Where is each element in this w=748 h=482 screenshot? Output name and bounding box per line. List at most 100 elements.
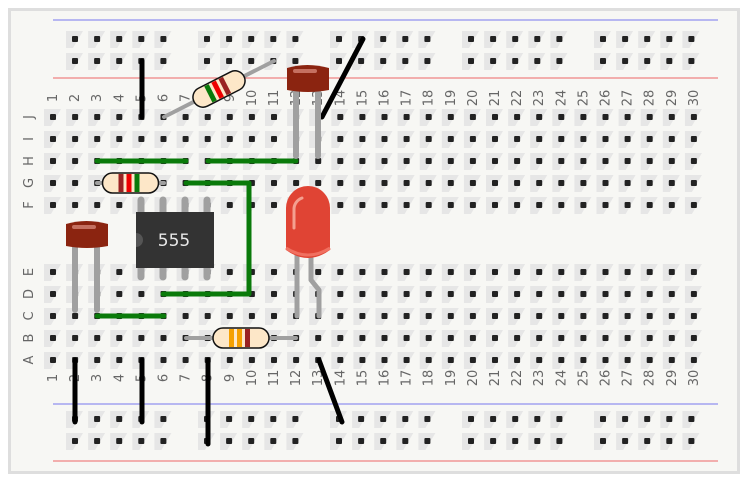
- hole-J27: [624, 114, 631, 120]
- rail-hole: [556, 416, 563, 422]
- hole-E18: [425, 269, 432, 275]
- hole-I6: [160, 136, 167, 142]
- hole-A23: [536, 357, 543, 363]
- hole-J24: [558, 114, 565, 120]
- hole-J23: [536, 114, 543, 120]
- column-label-top: 2: [68, 94, 83, 102]
- hole-I15: [359, 136, 366, 142]
- hole-A29: [668, 357, 675, 363]
- rail-hole: [622, 438, 629, 444]
- hole-F11: [271, 202, 277, 208]
- hole-E22: [514, 269, 521, 275]
- rail-hole: [600, 36, 606, 42]
- hole-B6: [160, 335, 167, 341]
- breadboard: [8, 8, 740, 474]
- chip-label: 555: [158, 231, 190, 251]
- rail-hole: [666, 416, 673, 422]
- hole-B24: [558, 335, 565, 341]
- column-label-bottom: 29: [665, 370, 680, 387]
- hole-C1: [50, 313, 56, 319]
- resistor-band: [211, 80, 224, 99]
- hole-F19: [447, 202, 454, 208]
- rail-hole: [402, 438, 409, 444]
- resistor-band: [237, 329, 242, 347]
- hole-D26: [602, 291, 609, 297]
- hole-D23: [536, 291, 543, 297]
- hole-I18: [425, 136, 432, 142]
- rail-hole: [424, 58, 431, 64]
- rail-hole: [270, 416, 277, 422]
- hole-G27: [624, 180, 631, 186]
- chip-555: [136, 212, 214, 268]
- hole-D4: [116, 291, 123, 297]
- hole-D5: [138, 291, 145, 297]
- hole-C11: [271, 313, 277, 319]
- rail-hole: [292, 58, 299, 64]
- rail-hole: [556, 58, 563, 64]
- hole-D24: [558, 291, 565, 297]
- hole-B30: [690, 335, 697, 341]
- led-body: [286, 186, 330, 258]
- rail-hole: [402, 58, 409, 64]
- row-label: H: [22, 156, 37, 166]
- hole-A25: [580, 357, 587, 363]
- hole-H26: [602, 158, 609, 164]
- rail-hole: [424, 416, 431, 422]
- hole-B25: [580, 335, 587, 341]
- column-label-top: 24: [554, 90, 569, 107]
- rail-hole: [336, 36, 342, 42]
- hole-I10: [248, 136, 255, 142]
- hole-J22: [514, 114, 521, 120]
- rail-hole: [226, 416, 233, 422]
- hole-C21: [492, 313, 498, 319]
- hole-J15: [359, 114, 366, 120]
- hole-I25: [580, 136, 587, 142]
- hole-B17: [403, 335, 410, 341]
- column-label-top: 25: [576, 90, 591, 107]
- hole-G14: [337, 180, 344, 186]
- resistor-body: [101, 172, 160, 194]
- rail-hole: [468, 58, 474, 64]
- rail-hole: [94, 416, 101, 422]
- rail-hole: [160, 438, 167, 444]
- hole-D25: [580, 291, 587, 297]
- rail-hole: [292, 36, 299, 42]
- hole-A4: [116, 357, 123, 363]
- hole-H2: [72, 158, 79, 164]
- rail-hole: [666, 438, 673, 444]
- hole-J17: [403, 114, 410, 120]
- hole-I2: [72, 136, 79, 142]
- resistor-band: [204, 84, 217, 103]
- led-rim: [285, 246, 331, 257]
- hole-E11: [271, 269, 277, 275]
- capacitor-highlight: [72, 225, 96, 229]
- column-label-bottom: 10: [245, 370, 260, 387]
- rail-hole: [644, 438, 651, 444]
- rail-hole: [600, 416, 606, 422]
- hole-B21: [492, 335, 498, 341]
- hole-F24: [558, 202, 565, 208]
- hole-I11: [271, 136, 277, 142]
- resistor-row-b: [184, 327, 298, 349]
- rail-hole: [358, 438, 365, 444]
- column-label-top: 3: [90, 94, 105, 102]
- hole-I24: [558, 136, 565, 142]
- hole-G13: [315, 180, 322, 186]
- hole-H24: [558, 158, 565, 164]
- hole-A26: [602, 357, 609, 363]
- hole-B29: [668, 335, 675, 341]
- column-label-top: 7: [179, 94, 194, 102]
- hole-A14: [337, 357, 344, 363]
- hole-D22: [514, 291, 521, 297]
- resistor-body: [212, 327, 270, 349]
- capacitor-top: [287, 65, 329, 159]
- hole-A19: [447, 357, 454, 363]
- hole-J8: [204, 114, 211, 120]
- hole-H30: [690, 158, 697, 164]
- hole-F30: [690, 202, 697, 208]
- hole-G17: [403, 180, 410, 186]
- rail-hole: [160, 416, 167, 422]
- rail-hole: [270, 438, 277, 444]
- rail-hole: [556, 438, 563, 444]
